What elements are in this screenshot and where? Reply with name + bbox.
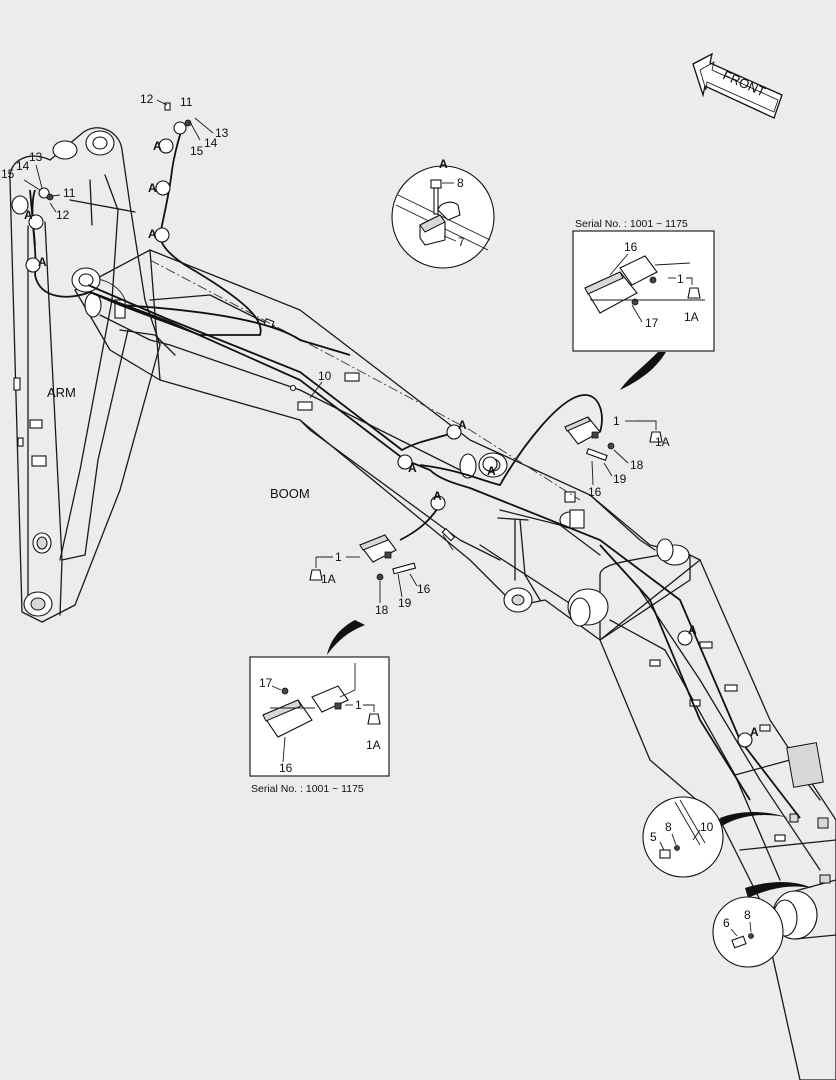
svg-text:1: 1 (355, 698, 362, 712)
svg-text:18: 18 (630, 458, 644, 472)
svg-text:5: 5 (650, 830, 657, 844)
serial-inset-top: Serial No. : 1001 ~ 1175 16 1 1A 17 (572, 218, 715, 352)
svg-text:13: 13 (29, 150, 43, 164)
svg-text:A: A (750, 725, 759, 739)
svg-text:17: 17 (259, 676, 273, 690)
svg-text:16: 16 (417, 582, 431, 596)
svg-text:7: 7 (458, 235, 465, 249)
clamp-a-6: A (446, 418, 467, 440)
svg-text:8: 8 (665, 820, 672, 834)
svg-text:19: 19 (613, 472, 627, 486)
clamp-a-11: A (737, 725, 759, 748)
svg-text:A: A (433, 489, 442, 503)
detail-a-title: A (439, 157, 448, 171)
arm-label: ARM (47, 385, 76, 400)
svg-text:A: A (148, 181, 157, 195)
svg-text:1A: 1A (684, 310, 699, 324)
svg-text:15: 15 (190, 144, 204, 158)
clamp-a-4: A (148, 180, 171, 196)
svg-text:A: A (408, 461, 417, 475)
svg-text:12: 12 (56, 208, 70, 222)
clamp-a-8: A (482, 456, 498, 478)
boom-label: BOOM (270, 486, 310, 501)
svg-text:1: 1 (613, 414, 620, 428)
clamp-a-10: A (677, 623, 697, 646)
detail-6-pointer (745, 882, 812, 898)
svg-text:A: A (38, 255, 47, 269)
svg-text:11: 11 (180, 95, 193, 109)
svg-text:1: 1 (677, 272, 684, 286)
svg-text:6: 6 (723, 916, 730, 930)
svg-text:16: 16 (588, 485, 602, 499)
svg-text:10: 10 (318, 369, 332, 383)
clamp-a-5: A (148, 227, 170, 243)
boom-lower-lamp-assembly: 1 1A 18 19 16 (309, 527, 456, 617)
svg-text:10: 10 (700, 820, 714, 834)
detail-10-pointer (720, 812, 790, 826)
clamp-a-1: A (24, 208, 44, 230)
svg-text:1: 1 (335, 550, 342, 564)
svg-text:1A: 1A (366, 738, 381, 752)
svg-text:19: 19 (398, 596, 412, 610)
wiring-harness (29, 127, 801, 819)
clamp-markers: A A A A A A A A A A A (24, 138, 759, 748)
inset-bottom-pointer (327, 620, 365, 655)
svg-text:14: 14 (204, 136, 218, 150)
svg-text:1A: 1A (655, 435, 670, 449)
arm-structure (9, 127, 161, 623)
svg-text:1A: 1A (321, 572, 336, 586)
serial-inset-bottom: 17 1 1A 16 Serial No. : 1001 ~ 1175 (249, 656, 390, 795)
svg-text:A: A (688, 623, 697, 637)
svg-text:14: 14 (16, 159, 30, 173)
lower-section-structure (567, 538, 836, 1080)
svg-text:A: A (458, 418, 467, 432)
svg-text:A: A (24, 208, 33, 222)
inset-top-pointer (620, 352, 666, 390)
svg-text:A: A (148, 227, 157, 241)
detail-a-callout: A 8 7 (391, 157, 495, 269)
clamp-a-7: A (397, 454, 417, 475)
arm-top-lamp-right: 12 11 13 14 15 (140, 92, 229, 158)
svg-text:13: 13 (215, 126, 229, 140)
serial-label-bottom: Serial No. : 1001 ~ 1175 (251, 783, 364, 795)
clamp-a-2: A (25, 255, 47, 273)
svg-text:11: 11 (63, 186, 76, 200)
svg-text:16: 16 (279, 761, 293, 775)
detail-clamp-10: 5 8 10 (642, 796, 724, 878)
svg-text:A: A (487, 464, 496, 478)
svg-text:16: 16 (624, 240, 638, 254)
svg-text:12: 12 (140, 92, 154, 106)
svg-text:15: 15 (1, 167, 15, 181)
detail-clamp-6: 6 8 (712, 896, 784, 968)
svg-text:8: 8 (457, 176, 464, 190)
clamp-a-3: A (153, 138, 174, 154)
svg-text:17: 17 (645, 316, 659, 330)
svg-text:8: 8 (744, 908, 751, 922)
part-10-leader: 10 (309, 369, 332, 399)
clamp-a-9: A (430, 489, 446, 511)
svg-text:A: A (153, 139, 162, 153)
svg-text:18: 18 (375, 603, 389, 617)
boom-upper-lamp-assembly: 1 1A 18 19 16 (564, 414, 670, 499)
arm-top-lamp-left: 15 14 13 11 12 (1, 150, 76, 222)
serial-label-top: Serial No. : 1001 ~ 1175 (575, 218, 688, 230)
